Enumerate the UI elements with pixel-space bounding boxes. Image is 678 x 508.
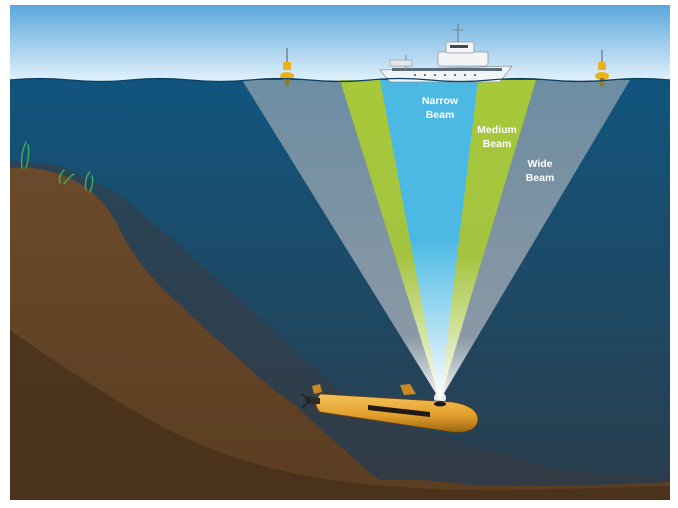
- seabed: [10, 167, 670, 500]
- narrow-beam-label: Narrow Beam: [422, 95, 459, 121]
- medium-beam-label: Medium Beam: [477, 124, 517, 150]
- sea-surface-line: [9, 77, 671, 83]
- seabed-shadow: [10, 330, 670, 500]
- narrow-beam-label-line2: Beam: [426, 109, 455, 121]
- wide-beam-label-line2: Beam: [526, 172, 555, 184]
- narrow-beam-label-line1: Narrow: [422, 95, 459, 107]
- medium-beam-label-line2: Beam: [483, 138, 512, 150]
- buoy-icon: [595, 50, 609, 86]
- narrow-beam: [380, 80, 478, 400]
- wide-beam-label-line1: Wide: [528, 158, 553, 170]
- wide-beam-label: Wide Beam: [526, 158, 555, 184]
- medium-beam-label-line1: Medium: [477, 124, 517, 136]
- auv-icon: [301, 384, 479, 433]
- survey-ship-icon: [379, 24, 513, 83]
- sky: [10, 5, 670, 85]
- sea-grass-icon: [20, 141, 94, 193]
